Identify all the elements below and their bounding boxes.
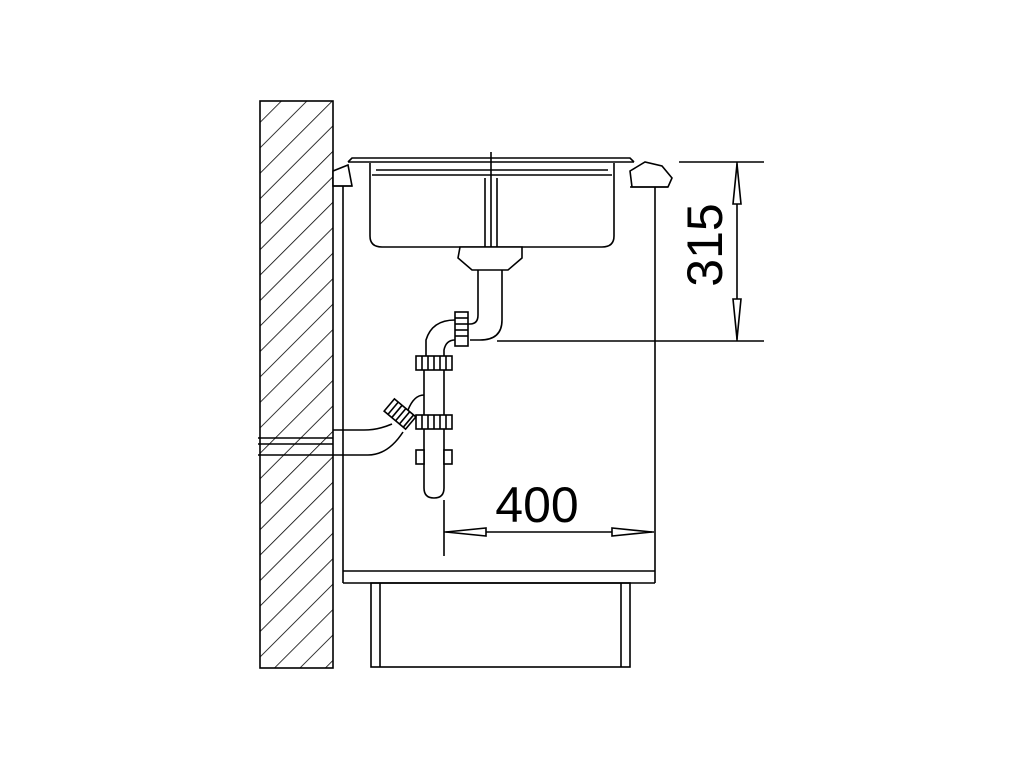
- height-dimension-label: 315: [677, 203, 733, 286]
- cabinet: [342, 186, 656, 668]
- depth-dimension-label: 400: [495, 477, 578, 533]
- height-dimension: 315: [497, 161, 764, 342]
- drain-trap: [258, 246, 523, 499]
- overflow-pipe: [484, 152, 498, 262]
- depth-dimension: 400: [443, 477, 654, 556]
- wall: [259, 100, 334, 669]
- worktop: [332, 161, 673, 188]
